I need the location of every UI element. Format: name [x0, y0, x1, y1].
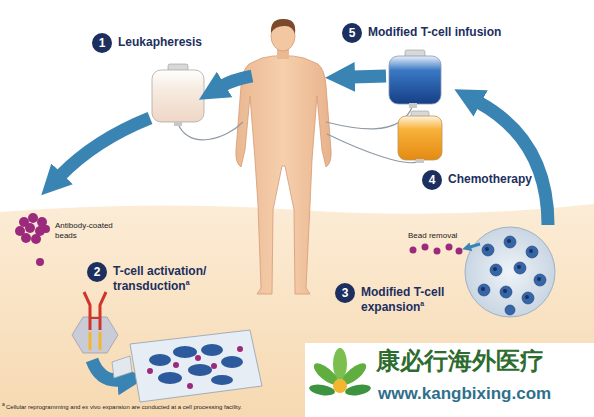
t-cell-bag — [389, 50, 441, 108]
watermark-text: 康必行海外医疗 — [376, 347, 544, 376]
step-title: T-cell activation/ transduction — [113, 264, 206, 293]
step-title: Modified T-cell expansion — [361, 285, 444, 314]
step-title-box: Modified T-cell expansiona — [361, 285, 465, 315]
watermark-panel — [305, 343, 594, 417]
step-title-box: Leukapheresis — [118, 35, 202, 50]
footnote-marker: a — [420, 300, 424, 307]
removal-arrow — [470, 244, 480, 247]
callout-number: 3 — [335, 283, 355, 303]
step-title: Modified T-cell infusion — [368, 25, 501, 39]
flow-arrow — [60, 76, 548, 380]
callout-number: 2 — [87, 262, 107, 282]
step-title: Chemotherapy — [448, 172, 532, 186]
chemo-bag — [398, 111, 442, 163]
blood-bag — [152, 64, 204, 126]
iv-tube — [178, 122, 243, 140]
expansion-dish — [465, 227, 555, 317]
step-title-box: Modified T-cell infusion — [368, 25, 501, 40]
antibody-device — [72, 292, 118, 353]
footnote-marker: a — [186, 279, 190, 286]
antibody-beads — [15, 213, 50, 266]
footnote-marker: a — [2, 401, 5, 407]
process-step: 2 T-cell activation/ transductiona — [87, 262, 233, 294]
step-title-box: T-cell activation/ transductiona — [113, 264, 231, 294]
part-label: Antibody-coated beads — [55, 221, 127, 240]
process-step: 1 Leukapheresis — [92, 33, 205, 53]
step-title: Leukapheresis — [118, 35, 202, 49]
callout-number: 1 — [92, 33, 112, 53]
culture-flask — [112, 330, 262, 402]
process-step: 3 Modified T-cell expansiona — [335, 283, 467, 315]
process-step: 4 Chemotherapy — [422, 170, 535, 190]
process-step: 5 Modified T-cell infusion — [342, 23, 504, 43]
removed-beads — [410, 244, 463, 255]
step-title-box: Chemotherapy — [448, 172, 532, 187]
part-label: Bead removal — [408, 231, 457, 241]
callout-number: 4 — [422, 170, 442, 190]
patient-figure — [236, 19, 331, 294]
watermark-text: www.kangbixing.com — [378, 384, 551, 404]
footnote-text: Cellular reprogramming and ex vivo expan… — [6, 404, 242, 411]
callout-number: 5 — [342, 23, 362, 43]
